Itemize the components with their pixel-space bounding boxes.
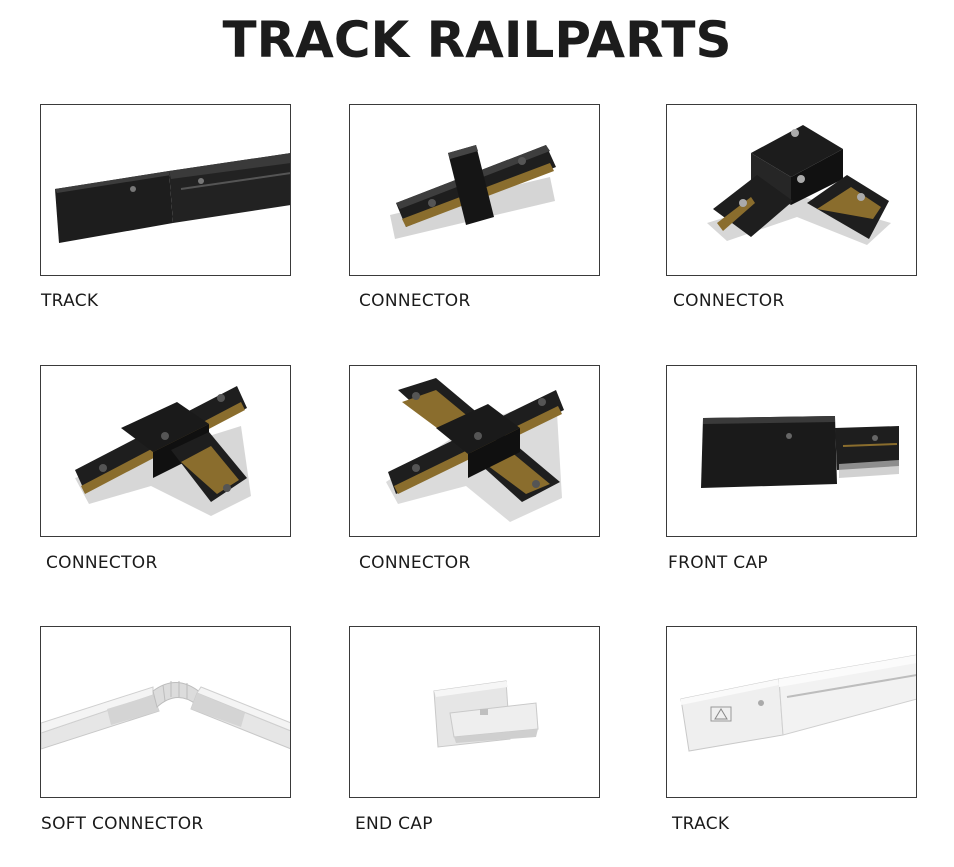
product-card-track-white[interactable] — [666, 626, 917, 798]
front-cap-icon — [701, 416, 899, 488]
product-label: TRACK — [41, 291, 99, 311]
product-card-cross-connector[interactable] — [349, 365, 600, 537]
soft-connector-icon — [41, 681, 290, 750]
t-connector-icon — [75, 386, 251, 516]
product-label: SOFT CONNECTOR — [41, 814, 204, 834]
product-label: CONNECTOR — [46, 553, 158, 573]
product-card-soft-connector[interactable] — [40, 626, 291, 798]
product-card-l-connector[interactable] — [666, 104, 917, 276]
product-card-t-connector[interactable] — [40, 365, 291, 537]
product-card-end-cap[interactable] — [349, 626, 600, 798]
product-card-track-black[interactable] — [40, 104, 291, 276]
product-label: CONNECTOR — [359, 291, 471, 311]
straight-connector-icon — [390, 145, 556, 239]
product-label: FRONT CAP — [668, 553, 768, 573]
product-card-straight-connector[interactable] — [349, 104, 600, 276]
page-title: TRACK RAILPARTS — [222, 11, 732, 69]
product-card-front-cap[interactable] — [666, 365, 917, 537]
l-connector-icon — [707, 125, 891, 245]
product-label: TRACK — [672, 814, 730, 834]
end-cap-icon — [433, 680, 539, 748]
product-label: CONNECTOR — [673, 291, 785, 311]
product-label: END CAP — [355, 814, 433, 834]
product-label: CONNECTOR — [359, 553, 471, 573]
cross-connector-icon — [386, 378, 564, 522]
white-track-rail-icon — [680, 654, 916, 752]
black-track-rail-icon — [55, 153, 290, 243]
